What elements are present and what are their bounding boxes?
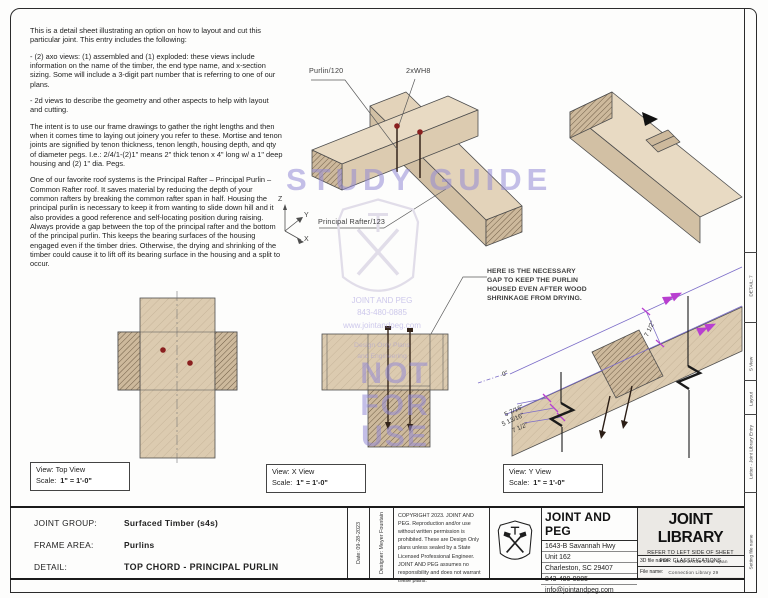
notch-arrow (642, 112, 658, 126)
margin-setting-file: Setting file name (748, 534, 754, 570)
right-margin-line (744, 8, 745, 593)
company-address3: Charleston, SC 29407 (541, 563, 637, 574)
joint-library-title: JOINT LIBRARY (657, 511, 724, 546)
margin-letter: Letter - Joint Library Entry (748, 425, 754, 479)
margin-tick (744, 380, 757, 381)
description-paragraph: This is a detail sheet illustrating an o… (30, 26, 261, 45)
watermark-study-guide: STUDY GUIDE (286, 162, 553, 197)
view-label-top: View: Top View Scale:1" = 1'-0" (30, 462, 130, 491)
x-view (321, 333, 449, 448)
gap-note: HERE IS THE NECESSARY GAP TO KEEP THE PU… (487, 268, 587, 302)
peg-dot (394, 123, 400, 129)
margin-tick (744, 322, 757, 323)
view-scale: Scale:1" = 1'-0" (509, 477, 565, 487)
company-address1: 1643-B Savannah Hwy (541, 541, 637, 552)
margin-detail-number: DETAIL: 7 (748, 275, 754, 297)
pegs-axo (396, 128, 421, 178)
watermark-phone: 843-480-0885 (357, 308, 407, 318)
margin-tick (744, 414, 757, 415)
axis-z-label: Z (278, 196, 283, 203)
assembled-axo-view (311, 91, 523, 247)
margin-tick (744, 252, 757, 253)
pegs-x-view (387, 330, 411, 424)
peg-dot (417, 129, 423, 135)
company-logo (489, 508, 541, 578)
date-column: Date: 09-28-2023 (348, 508, 369, 578)
margin-layout: Layout (748, 391, 754, 407)
label-pegs: 2xWH8 (406, 66, 431, 75)
copyright-text: COPYRIGHT 2023. JOINT AND PEG. Reproduct… (398, 513, 481, 584)
company-address2: Unit 162 (541, 552, 637, 563)
slope-chevrons (662, 292, 717, 337)
titleblock-row: JOINT GROUP: Surfaced Timber (s4s) (34, 518, 219, 528)
y-view (511, 306, 743, 457)
view-scale: Scale:1" = 1'-0" (272, 477, 328, 487)
company-info: JOINT AND PEG 1643-B Savannah Hwy Unit 1… (541, 508, 637, 594)
company-name: JOINT AND PEG (541, 508, 637, 541)
axis-triad (284, 207, 302, 241)
watermark-design-only: Design Only Plans and Engineering (354, 342, 410, 360)
titleblock-bottom-rule (10, 578, 744, 581)
designer-text: Designer: Meyer Fountain (378, 511, 385, 575)
view-label-x: View: X View Scale:1" = 1'-0" (266, 464, 366, 493)
view-name: View: Y View (509, 467, 552, 476)
titleblock-row: FRAME AREA: Purlins (34, 540, 155, 550)
description-text: This is a detail sheet illustrating an o… (30, 26, 283, 276)
dimension-ticks (542, 307, 665, 422)
description-paragraph: The intent is to use our frame drawings … (30, 121, 283, 168)
watermark-company: JOINT AND PEG (351, 296, 413, 305)
dimension-lines (477, 266, 743, 424)
file-row: File name: Connection Library 29 (637, 566, 744, 577)
titleblock-classification: JOINT GROUP: Surfaced Timber (s4s) FRAME… (10, 508, 347, 578)
label-purlin: Purlin/120 (309, 66, 344, 75)
watermark-contact: JOINT AND PEG 843-480-0885 www.jointandp… (320, 295, 444, 332)
view-label-y: View: Y View Scale:1" = 1'-0" (503, 464, 603, 493)
axis-y-label: Y (304, 212, 309, 219)
file3d-row: 3D file name: 1500 2Ax15 Clear span (637, 555, 744, 566)
date-text: Date: 09-28-2023 (355, 522, 362, 564)
sheet-border (10, 8, 757, 593)
description-paragraph: - (2) axo views: (1) assembled and (1) e… (30, 51, 276, 89)
joint-library-sub2: FOR CLASSIFICATIONS (659, 558, 722, 564)
titleblock-row: DETAIL: TOP CHORD - PRINCIPAL PURLIN (34, 562, 279, 572)
view-scale: Scale:1" = 1'-0" (36, 475, 92, 485)
joint-library-sub1: REFER TO LEFT SIDE OF SHEET (647, 549, 734, 556)
peg-dot (187, 360, 193, 366)
view-name: View: X View (272, 467, 315, 476)
watermark-not-for-use: NOT FOR USE (360, 357, 430, 453)
designer-column: Designer: Meyer Fountain (370, 508, 393, 578)
pegs-y-view (601, 385, 633, 433)
break-lines (548, 296, 703, 458)
description-paragraph: One of our favorite roof systems is the … (30, 175, 281, 269)
peg-dot (160, 347, 166, 353)
company-email: info@jointandpeg.com (545, 586, 614, 594)
watermark-web: www.jointandpeg.com (343, 320, 421, 330)
exploded-axo-view (569, 91, 743, 244)
axis-x-label: X (304, 236, 309, 243)
description-paragraph: - 2d views to describe the geometry and … (30, 95, 269, 115)
view-name: View: Top View (36, 465, 86, 474)
watermark-shield-logo (333, 196, 423, 313)
shield-axes-logo (497, 520, 533, 560)
joint-library-block: JOINT LIBRARY REFER TO LEFT SIDE OF SHEE… (637, 508, 744, 578)
margin-tick (744, 492, 757, 493)
titleblock-top-rule (10, 506, 744, 509)
margin-s-view: S View (748, 356, 754, 372)
top-view (117, 297, 238, 459)
label-principal-rafter: Principal Rafter/123 (318, 217, 386, 226)
